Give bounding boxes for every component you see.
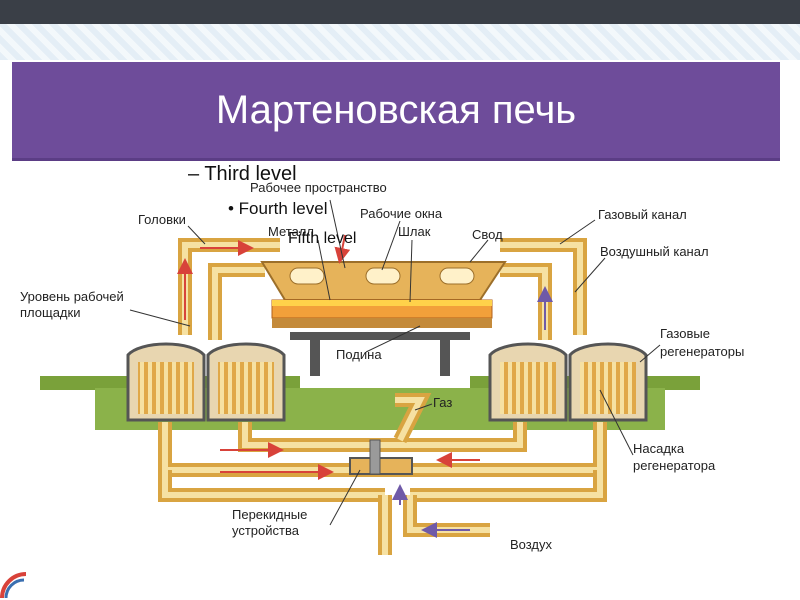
label-gas-channel: Газовый канал [598,207,687,222]
hearth-pillar-right [440,340,450,376]
label-platform-level-line1: Уровень рабочей [20,289,124,304]
left-ducts [178,238,280,340]
label-slag: Шлак [398,224,431,239]
cold-flow-arrows [392,286,553,538]
label-checker-line2: регенератора [633,458,716,473]
reversing-damper [369,439,381,475]
bullet-fourth-level: • Fourth level [228,199,328,218]
slide-title: Мартеновская печь [215,87,577,132]
left-regenerators [126,342,286,422]
corner-logo-icon [0,572,27,599]
hearth-pillar-left [310,340,320,376]
label-work-space: Рабочее пространство [250,180,387,195]
gas-inlet-inner [395,397,425,442]
furnace-window-2 [365,267,401,285]
hot-flow-arrows [177,234,480,480]
label-reversing-line2: устройства [232,523,300,538]
leader-lines [129,199,661,526]
reversing-device [349,457,413,475]
furnace-hearth-base [272,318,492,328]
label-metal: Металл [268,224,314,239]
label-gas-regenerators-line1: Газовые [660,326,710,341]
bullet-third-level: – Third level [188,163,297,185]
label-reversing-line1: Перекидные [232,507,307,522]
furnace-window-1 [289,267,325,285]
label-hearth: Подина [336,347,382,362]
label-roof: Свод [472,227,503,242]
bullet-fifth-level: Fifth level [288,230,357,247]
open-hearth-furnace-diagram: Рабочее пространство Головки Рабочие окн… [20,180,744,555]
label-gas: Газ [433,395,452,410]
lower-flues [158,422,607,502]
right-ducts [500,238,587,340]
hearth-support [290,332,470,340]
furnace-window-3 [439,267,475,285]
slag-layer [272,300,492,306]
decorative-pattern-band [0,24,800,60]
label-air-channel: Воздушный канал [600,244,709,259]
label-checker-line1: Насадка [633,441,685,456]
label-air: Воздух [510,537,553,552]
label-heads: Головки [138,212,186,227]
label-platform-level-line2: площадки [20,305,80,320]
label-gas-regenerators-line2: регенераторы [660,344,744,359]
label-work-windows: Рабочие окна [360,206,443,221]
slide-title-bar: Мартеновская печь [12,62,780,161]
window-top-strip [0,0,800,24]
